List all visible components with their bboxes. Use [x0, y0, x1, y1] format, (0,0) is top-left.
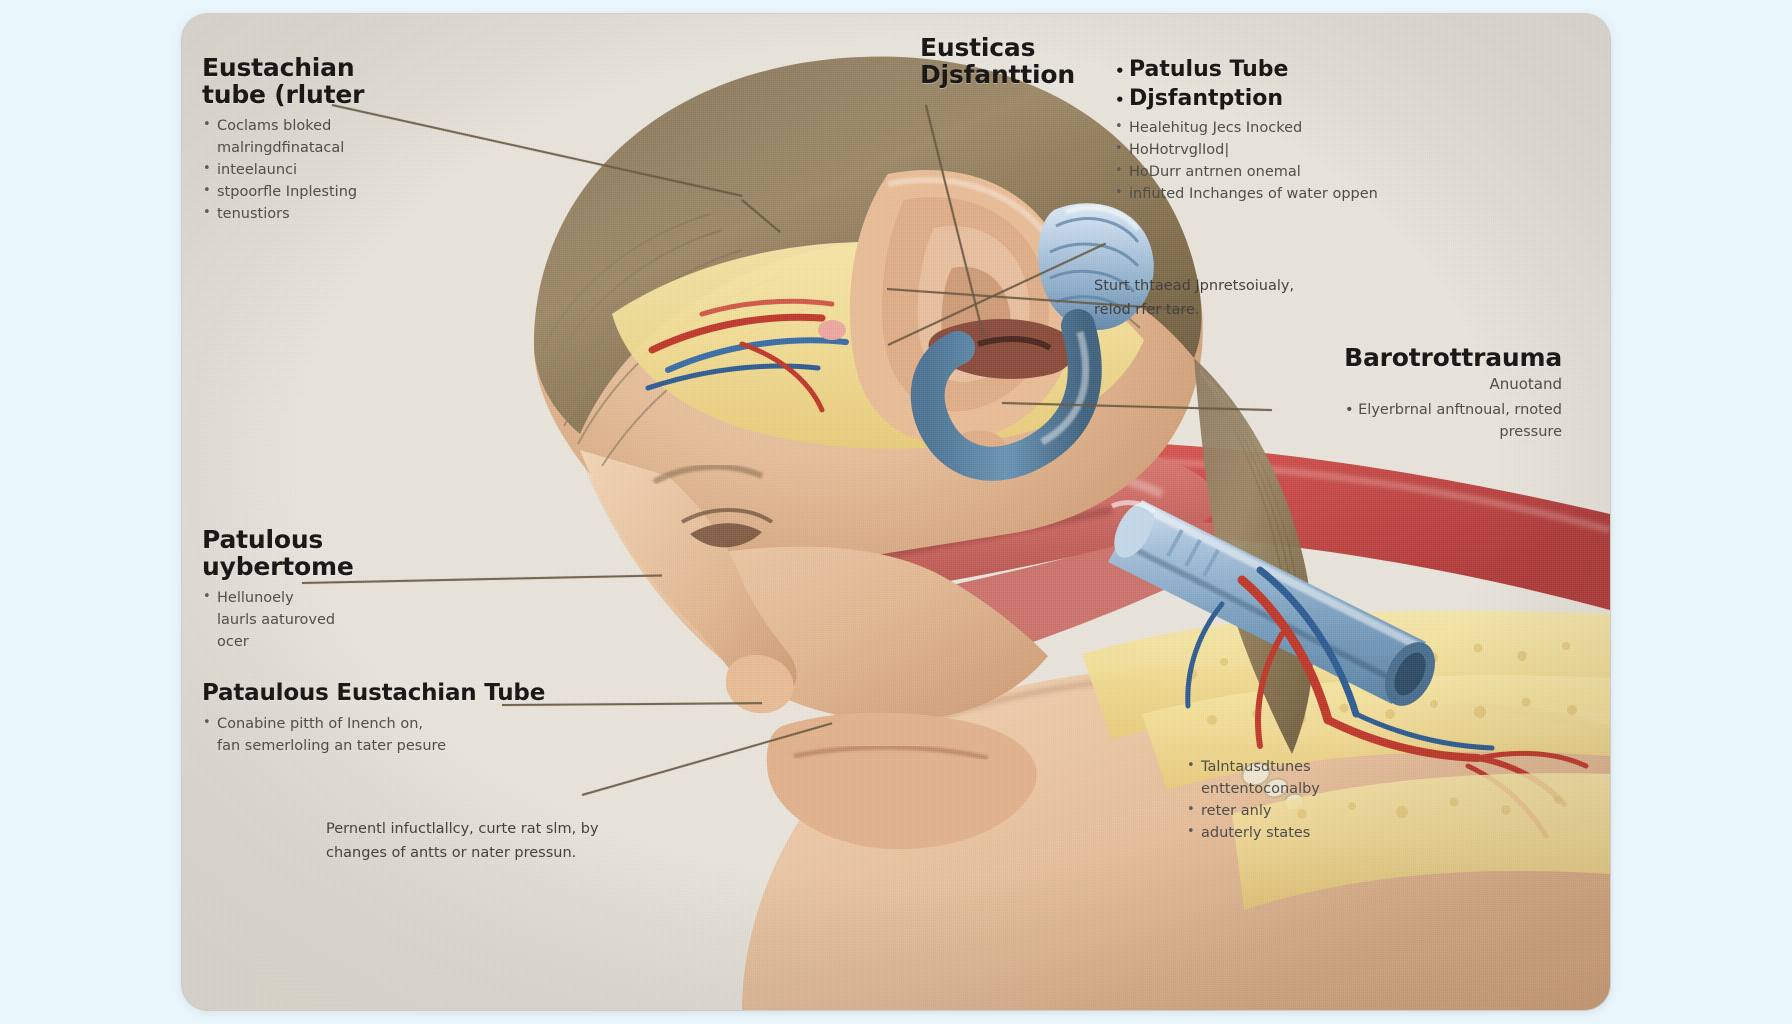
label-bottom-left-bullets: Conabine pitth of Inench on, fan semerlo…	[202, 712, 722, 757]
label-top-right: Patulus Tube Djsfantption Healehitug Jec…	[1114, 48, 1584, 205]
label-top-left: Eustachian tube (rluter Coclams bloked m…	[202, 54, 542, 225]
label-barotrauma-bullet-wrap: pressure	[1499, 424, 1562, 440]
list-item: Healehitug Jecs Inocked	[1114, 116, 1584, 139]
list-item: inteelaunci	[202, 158, 542, 181]
label-barotrauma: Barotrottrauma Anuotand • Elyerbrnal anf…	[1112, 344, 1562, 443]
list-item: Conabine pitth of Inench on,	[202, 712, 722, 735]
label-bottom-right-bullets: Talntausdtunes enttentoconalby reter anl…	[1186, 755, 1566, 844]
label-barotrauma-subline: Anuotand	[1489, 375, 1562, 393]
label-barotrauma-heading: Barotrottrauma	[1344, 343, 1562, 372]
list-item: fan semerloling an tater pesure	[217, 738, 447, 754]
label-bottom-left: Pataulous Eustachian Tube Conabine pitth…	[202, 680, 722, 757]
list-item: Coclams bloked	[202, 114, 542, 137]
label-mid-left-heading: Patulous uybertome	[202, 525, 354, 581]
label-barotrauma-bullet: • Elyerbrnal anftnoual, rnoted	[1344, 402, 1562, 418]
list-item: Patulus Tube	[1114, 55, 1584, 86]
list-item: Talntausdtunes	[1186, 755, 1566, 778]
list-item: ocer	[217, 634, 249, 650]
label-top-center-heading: Eusticas Djsfanttion	[920, 33, 1075, 89]
illustration-plate: Eustachian tube (rluter Coclams bloked m…	[182, 14, 1610, 1010]
list-item: enttentoconalby	[1201, 781, 1320, 797]
list-item: malringdfinatacal	[217, 140, 345, 156]
list-item: HoDurr antrnen onemal	[1114, 160, 1584, 183]
label-bottom-left-heading: Pataulous Eustachian Tube	[202, 680, 546, 706]
list-item: infiuted Inchanges of water oppen	[1114, 182, 1584, 205]
label-bottom-left-note: Pernentl infuctlallcy, curte rat slm, by…	[326, 820, 599, 861]
label-mid-left-bullets: Hellunoely laurls aaturoved ocer	[202, 586, 502, 653]
list-item: aduterly states	[1186, 821, 1566, 844]
list-item: Hellunoely	[202, 586, 502, 609]
label-bottom-right: Talntausdtunes enttentoconalby reter anl…	[1186, 755, 1566, 844]
list-item: tenustiors	[202, 202, 542, 225]
label-top-right-bullets: Healehitug Jecs Inocked HoHotrvglIod| Ho…	[1114, 116, 1584, 205]
list-item: HoHotrvglIod|	[1114, 138, 1584, 161]
label-top-left-bullets: Coclams bloked malringdfinatacal inteela…	[202, 114, 542, 225]
label-top-right-bold-bullets: Patulus Tube Djsfantption	[1114, 55, 1584, 115]
label-top-center: Eusticas Djsfanttion	[920, 34, 1150, 88]
list-item: Djsfantption	[1114, 84, 1584, 115]
label-mid-right-note: Sturt thtaead Jpnretsoiualy, relod rfer …	[1094, 277, 1295, 318]
list-item: reter anly	[1186, 799, 1566, 822]
label-mid-left: Patulous uybertome Hellunoely laurls aat…	[202, 526, 502, 653]
list-item: laurls aaturoved	[217, 612, 336, 628]
list-item: stpoorfle Inplesting	[202, 180, 542, 203]
label-top-left-heading: Eustachian tube (rluter	[202, 53, 365, 109]
